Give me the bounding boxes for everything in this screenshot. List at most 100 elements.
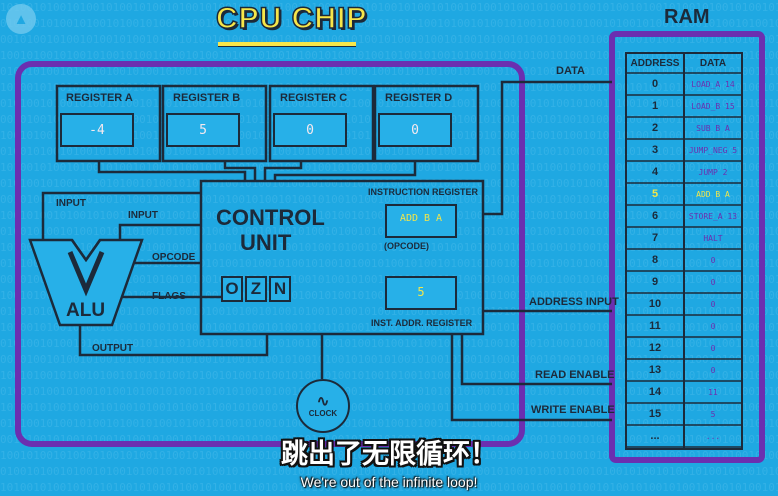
ram-data-cell: 0 bbox=[710, 299, 716, 309]
ram-data-cell: ADD B A bbox=[696, 189, 730, 199]
flags-register: O Z N bbox=[221, 276, 291, 302]
overflow-flag: O bbox=[221, 276, 243, 302]
ram-address-cell: 2 bbox=[651, 122, 659, 134]
ram-row: 15 5 bbox=[626, 403, 742, 425]
subtitle-chinese: 跳出了无限循环！ bbox=[281, 439, 497, 469]
ram-address-cell: 10 bbox=[648, 298, 662, 310]
ram-address-cell: 5 bbox=[651, 188, 659, 200]
ram-data-cell: STORE_A 13 bbox=[688, 211, 738, 221]
ram-data-cell: 0 bbox=[710, 343, 716, 353]
alu-output-label: OUTPUT bbox=[92, 343, 134, 354]
alu-label: ALU bbox=[66, 300, 106, 321]
ram-data-cell: 0 bbox=[710, 277, 716, 287]
alu-input-right-label: INPUT bbox=[128, 210, 158, 221]
register-b-value: 5 bbox=[166, 113, 240, 147]
data-bus-label: DATA bbox=[556, 65, 585, 77]
ram-data-cell: 11 bbox=[708, 387, 718, 397]
ram-address-cell: 7 bbox=[651, 232, 659, 244]
ram-data-cell: JUMP 2 bbox=[698, 167, 728, 177]
ram-address-cell: 1 bbox=[651, 100, 659, 112]
ram-address-cell: 3 bbox=[651, 144, 659, 156]
ram-address-cell: 15 bbox=[648, 408, 662, 420]
ram-address-cell: 8 bbox=[651, 254, 659, 266]
ram-row: 2 SUB B A bbox=[626, 117, 742, 139]
ram-row: 1 LOAD_B 15 bbox=[626, 95, 742, 117]
ram-address-cell: ... bbox=[650, 430, 660, 442]
ram-row: 6 STORE_A 13 bbox=[626, 205, 742, 227]
ram-outline bbox=[609, 31, 765, 463]
clock: ∿ CLOCK bbox=[296, 379, 350, 433]
ram-row: 13 0 bbox=[626, 359, 742, 381]
address-register-label: INST. ADDR. REGISTER bbox=[371, 318, 473, 328]
ram-data-cell: LOAD_A 14 bbox=[691, 79, 735, 89]
wires bbox=[41, 80, 612, 422]
ram-row: 7 HALT bbox=[626, 227, 742, 249]
ram-table-grid bbox=[625, 52, 743, 450]
ram-data-cell: HALT bbox=[703, 233, 723, 243]
register-boxes bbox=[55, 84, 480, 163]
register-d-value: 0 bbox=[378, 113, 452, 147]
flags-wire-label: FLAGS bbox=[152, 291, 186, 302]
ram-row: 5 ADD B A bbox=[626, 183, 742, 205]
address-input-label: ADDRESS INPUT bbox=[529, 296, 619, 308]
control-unit-title-line1: CONTROL bbox=[216, 205, 325, 230]
write-enable-label: WRITE ENABLE bbox=[531, 404, 615, 416]
zero-flag: Z bbox=[245, 276, 267, 302]
ram-title: RAM bbox=[664, 6, 710, 28]
ram-row: 3 JUMP_NEG 5 bbox=[626, 139, 742, 161]
ram-address-cell: 0 bbox=[651, 78, 659, 90]
ram-table-header: ADDRESS DATA bbox=[626, 53, 742, 73]
read-enable-label: READ ENABLE bbox=[535, 369, 615, 381]
ram-row: ...... bbox=[626, 425, 742, 447]
title-underline bbox=[218, 42, 356, 46]
cpu-chip-outline bbox=[15, 61, 525, 447]
ram-address-cell: 6 bbox=[651, 210, 659, 222]
subtitle-english: We're out of the infinite loop! bbox=[300, 474, 478, 490]
instruction-register-value: ADD B A bbox=[399, 213, 443, 224]
ram-row: 11 0 bbox=[626, 315, 742, 337]
control-unit-title-line2: UNIT bbox=[240, 230, 292, 255]
channel-logo: ▲ bbox=[6, 4, 36, 34]
clock-label: CLOCK bbox=[308, 409, 338, 418]
ram-address-cell: 14 bbox=[648, 386, 662, 398]
ram-row: 0 LOAD_A 14 bbox=[626, 73, 742, 95]
ram-data-cell: 0 bbox=[710, 365, 716, 375]
address-column-header: ADDRESS bbox=[630, 57, 680, 69]
ram-address-cell: 11 bbox=[649, 320, 661, 332]
address-register-value: 5 bbox=[417, 285, 425, 299]
ram-table: ADDRESS DATA 0 LOAD_A 14 1 LOAD_B 15 2 SUB B … bbox=[626, 53, 742, 447]
register-b-label: REGISTER B bbox=[173, 92, 241, 104]
ram-data-cell: 5 bbox=[710, 409, 716, 419]
register-c-value: 0 bbox=[273, 113, 347, 147]
opcode-wire-label: OPCODE bbox=[152, 252, 196, 263]
register-a-value: -4 bbox=[60, 113, 134, 147]
negative-flag: N bbox=[269, 276, 291, 302]
register-c-label: REGISTER C bbox=[280, 92, 348, 104]
ram-data-cell: ... bbox=[705, 431, 721, 441]
ram-row: 14 11 bbox=[626, 381, 742, 403]
ram-data-cell: SUB B A bbox=[696, 123, 730, 133]
register-a-label: REGISTER A bbox=[66, 92, 133, 104]
ram-address-cell: 4 bbox=[651, 166, 659, 178]
instruction-register-label: INSTRUCTION REGISTER bbox=[368, 187, 479, 197]
ram-address-cell: 9 bbox=[651, 276, 659, 288]
ram-address-cell: 13 bbox=[648, 364, 662, 376]
ram-data-cell: JUMP_NEG 5 bbox=[688, 145, 738, 155]
ram-address-cell: 12 bbox=[648, 342, 662, 354]
data-column-header: DATA bbox=[699, 57, 727, 69]
ram-row: 10 0 bbox=[626, 293, 742, 315]
ram-row: 4 JUMP 2 bbox=[626, 161, 742, 183]
control-unit-box bbox=[199, 179, 485, 336]
ram-row: 12 0 bbox=[626, 337, 742, 359]
ram-data-cell: 0 bbox=[710, 321, 716, 331]
ram-data-cell: LOAD_B 15 bbox=[691, 101, 735, 111]
ram-data-cell: 0 bbox=[710, 255, 716, 265]
cpu-chip-title: CPU CHIP bbox=[215, 1, 368, 36]
opcode-label: (OPCODE) bbox=[384, 241, 429, 251]
alu-input-left-label: INPUT bbox=[56, 198, 86, 209]
register-d-label: REGISTER D bbox=[385, 92, 453, 104]
sine-wave-icon: ∿ bbox=[316, 393, 330, 410]
